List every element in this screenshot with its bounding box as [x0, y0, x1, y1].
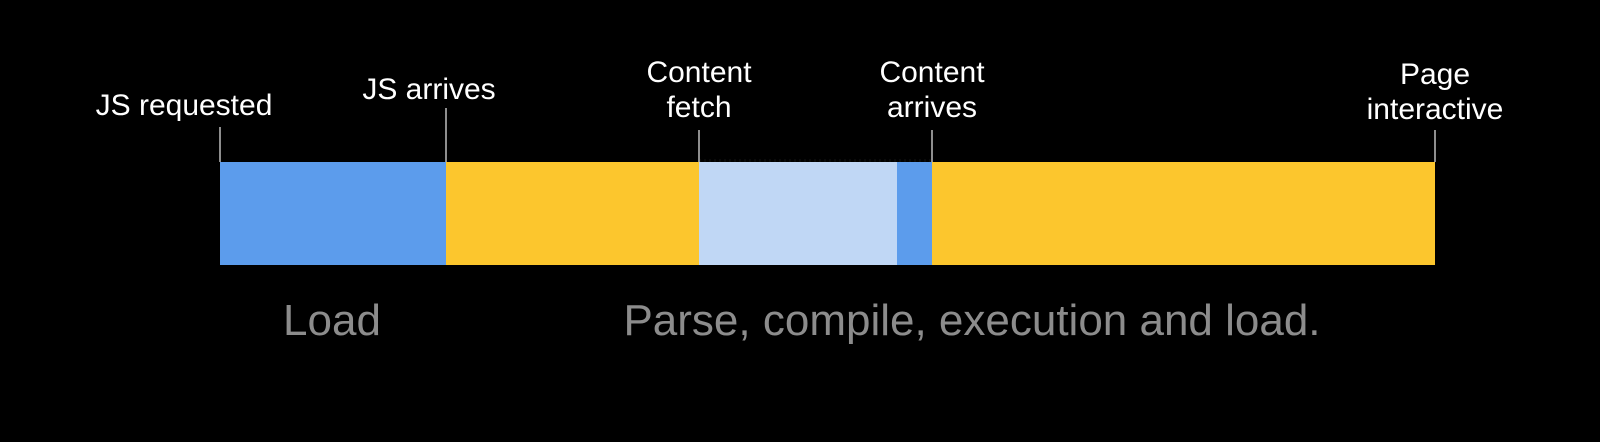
event-label-content-arrives: Content arrives	[879, 56, 985, 124]
event-label-page-interactive: Page interactive	[1366, 58, 1504, 126]
segment-parse-compile	[446, 162, 699, 265]
tick-js-requested	[219, 127, 221, 162]
timeline-bar	[220, 162, 1435, 265]
phase-label-load: Load	[283, 296, 381, 345]
event-label-content-fetch: Content fetch	[646, 56, 752, 124]
tick-content-arrives	[931, 130, 933, 162]
event-label-js-arrives: JS arrives	[362, 73, 496, 106]
phase-label-parse-compile: Parse, compile, execution and load.	[623, 296, 1321, 345]
content-fetch-dotted-line	[699, 159, 932, 162]
tick-content-fetch	[698, 130, 700, 162]
tick-page-interactive	[1434, 130, 1436, 162]
segment-js-download	[220, 162, 446, 265]
segment-content-download	[897, 162, 932, 265]
segment-execute-and-load	[932, 162, 1435, 265]
tick-js-arrives	[445, 108, 447, 162]
event-label-js-requested: JS requested	[95, 89, 273, 122]
segment-content-fetch-wait	[699, 162, 897, 265]
